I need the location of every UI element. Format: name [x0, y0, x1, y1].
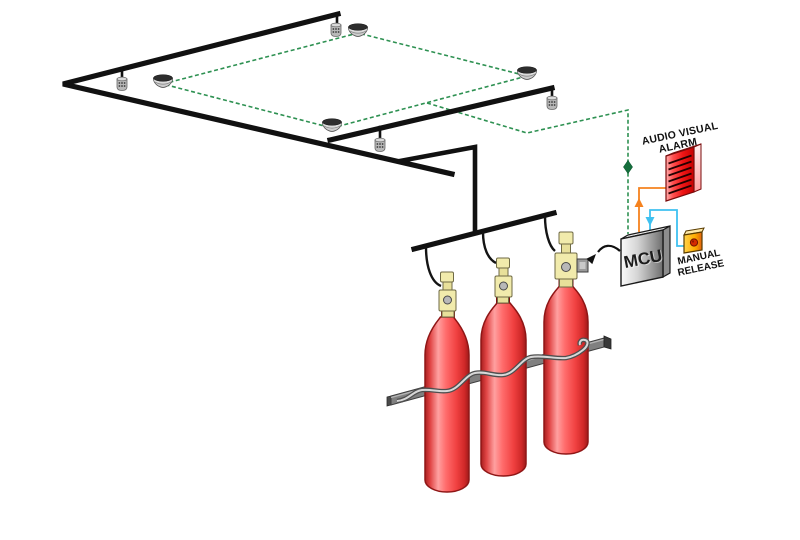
valve-3-master: [554, 231, 589, 288]
cylinder-body: [480, 302, 527, 477]
rail-end-cap: [603, 335, 612, 350]
button-dot: [691, 240, 695, 243]
discharge-nozzle-1: [116, 76, 128, 91]
cylinder-body: [543, 285, 589, 455]
detector-loop: [159, 32, 531, 129]
cylinder-2: [480, 293, 527, 477]
detector-loop-wiring: [159, 32, 633, 234]
branch-pipe-left: [62, 10, 456, 178]
cable-arrow-icon: [586, 254, 596, 265]
valve-2: [494, 257, 513, 304]
smoke-detectors: [153, 23, 537, 133]
discharge-nozzles: [116, 22, 558, 152]
manifold-pipe: [410, 209, 558, 253]
alarm-wire-arrow-icon: [634, 198, 644, 207]
valve-gauge: [443, 295, 452, 305]
manual-release-wire-arrow-icon: [645, 217, 655, 226]
branch-pipe-right: [326, 84, 556, 144]
detector-loop-to-mcu: [426, 102, 629, 234]
valve-gauge: [499, 281, 508, 291]
smoke-detector-4: [322, 118, 342, 133]
manual-release-button[interactable]: [689, 238, 699, 247]
valve-1: [438, 271, 457, 318]
hose-1: [424, 246, 442, 288]
cylinder-bank: [424, 276, 589, 493]
alarm-side-face: [693, 143, 702, 193]
cylinder-1: [424, 307, 470, 493]
smoke-detector-1: [153, 74, 173, 89]
discharge-nozzle-4: [546, 95, 558, 110]
manual-release-wire: [649, 209, 684, 247]
alarm-louvres: [668, 154, 692, 195]
audio-visual-alarm: [665, 143, 702, 202]
actuation-cable: [586, 244, 621, 265]
discharge-nozzle-2: [330, 22, 342, 37]
valve-gauge: [561, 262, 571, 272]
cylinder-3: [543, 276, 589, 455]
discharge-nozzle-3: [374, 137, 386, 152]
manual-release-station: [683, 227, 705, 254]
mcu-front-face: [620, 229, 664, 287]
hose-3: [543, 215, 556, 252]
strap-highlight: [396, 338, 589, 402]
retaining-strap: [396, 337, 590, 404]
ceiling-pipe-network: [62, 10, 558, 253]
mcu-panel: [620, 224, 671, 287]
detector-loop-node-marker: [623, 159, 633, 175]
hose-2: [481, 231, 497, 265]
cylinder-body: [424, 316, 470, 493]
riser-pipe: [397, 144, 478, 236]
smoke-detector-2: [348, 23, 368, 38]
mcu-side-face: [662, 224, 671, 279]
cylinder-valves: [438, 231, 589, 318]
smoke-detector-3: [517, 66, 537, 81]
alarm-wire: [638, 187, 666, 232]
signal-wires: [634, 187, 684, 247]
discharge-hoses: [424, 215, 556, 288]
